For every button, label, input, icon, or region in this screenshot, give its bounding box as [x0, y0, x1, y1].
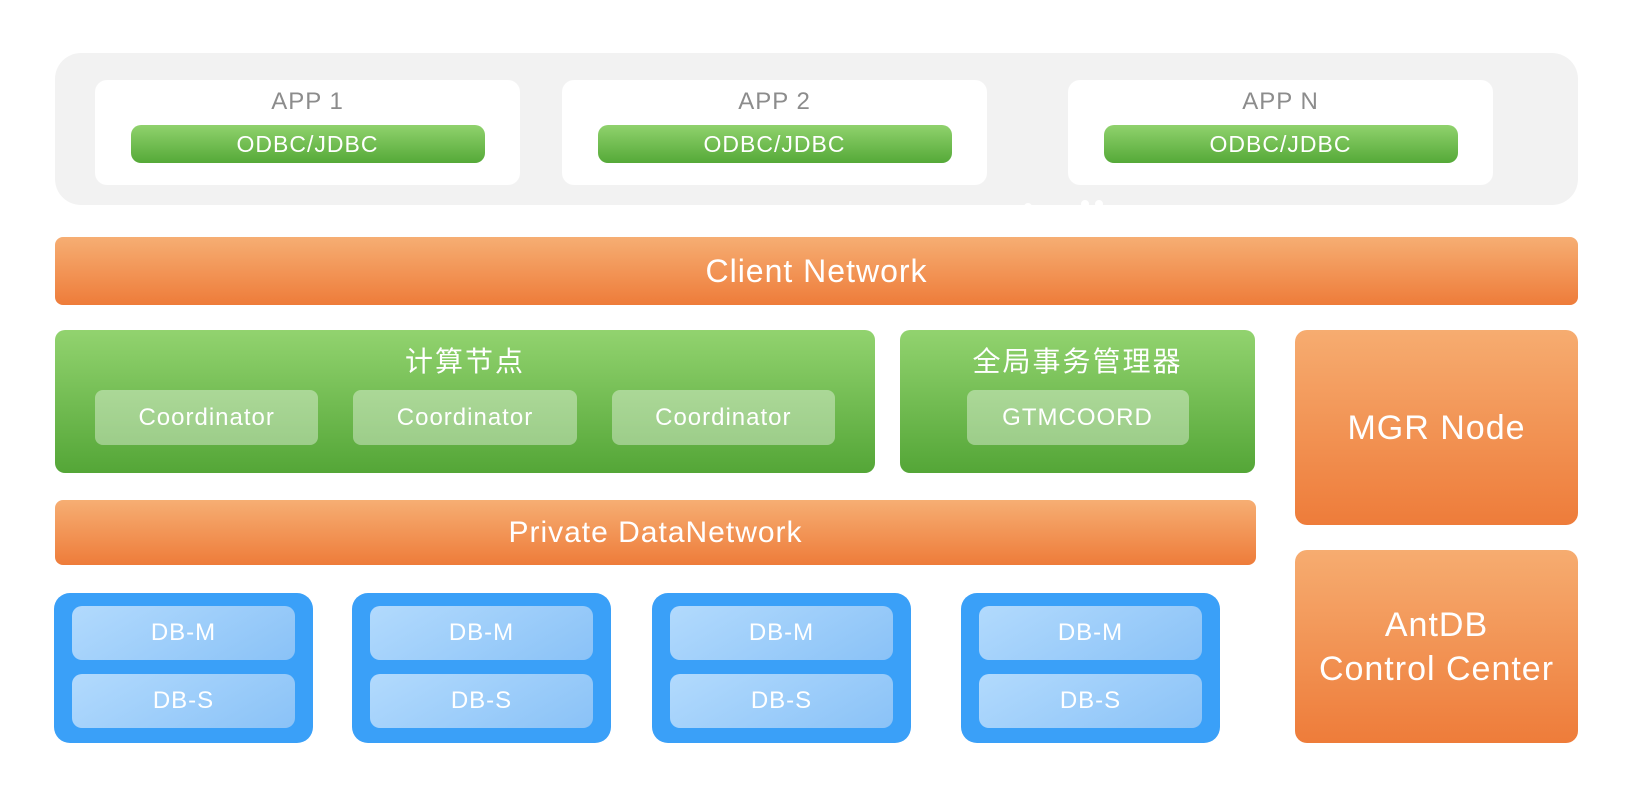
db-group-1: DB-M DB-S	[54, 593, 313, 743]
db-master-pill: DB-M	[979, 606, 1202, 660]
ellipsis-dot	[1095, 200, 1103, 208]
odbc-jdbc-pill: ODBC/JDBC	[130, 125, 485, 163]
db-standby-pill: DB-S	[370, 674, 593, 728]
app-title: APP 1	[271, 88, 344, 115]
db-standby-pill: DB-S	[670, 674, 893, 728]
gtmcoord-pill: GTMCOORD	[966, 390, 1189, 445]
mgr-node-label: MGR Node	[1347, 408, 1526, 447]
db-group-4: DB-M DB-S	[961, 593, 1220, 743]
odbc-jdbc-pill: ODBC/JDBC	[1103, 125, 1458, 163]
db-master-pill: DB-M	[370, 606, 593, 660]
db-group-2: DB-M DB-S	[352, 593, 611, 743]
gtm-box: 全局事务管理器 GTMCOORD	[900, 330, 1255, 473]
control-center-label-line2: Control Center	[1318, 649, 1555, 688]
db-group-3: DB-M DB-S	[652, 593, 911, 743]
compute-node-box: 计算节点 Coordinator Coordinator Coordinator	[55, 330, 875, 473]
app-card-1: APP 1 ODBC/JDBC	[95, 80, 520, 185]
odbc-jdbc-pill: ODBC/JDBC	[597, 125, 952, 163]
private-data-network-bar: Private DataNetwork	[55, 500, 1256, 565]
db-master-pill: DB-M	[72, 606, 295, 660]
gtm-row: GTMCOORD	[900, 390, 1255, 445]
coordinator-row: Coordinator Coordinator Coordinator	[55, 390, 875, 445]
control-center-label-line1: AntDB	[1384, 605, 1489, 644]
gtm-title: 全局事务管理器	[972, 346, 1183, 377]
db-standby-pill: DB-S	[979, 674, 1202, 728]
compute-node-title: 计算节点	[404, 346, 525, 377]
app-card-2: APP 2 ODBC/JDBC	[562, 80, 987, 185]
coordinator-pill: Coordinator	[611, 390, 835, 445]
antdb-control-center-box: AntDB Control Center	[1295, 550, 1578, 743]
ellipsis-dot	[1024, 203, 1032, 211]
app-layer-container: APP 1 ODBC/JDBC APP 2 ODBC/JDBC APP N OD…	[55, 53, 1578, 208]
mgr-node-box: MGR Node	[1295, 330, 1578, 525]
app-title: APP 2	[738, 88, 811, 115]
coordinator-pill: Coordinator	[353, 390, 577, 445]
client-network-bar: Client Network	[55, 237, 1578, 305]
coordinator-pill: Coordinator	[95, 390, 319, 445]
ellipsis-dot	[1081, 200, 1089, 208]
db-master-pill: DB-M	[670, 606, 893, 660]
app-card-n: APP N ODBC/JDBC	[1068, 80, 1493, 185]
db-standby-pill: DB-S	[72, 674, 295, 728]
app-title: APP N	[1242, 88, 1319, 115]
